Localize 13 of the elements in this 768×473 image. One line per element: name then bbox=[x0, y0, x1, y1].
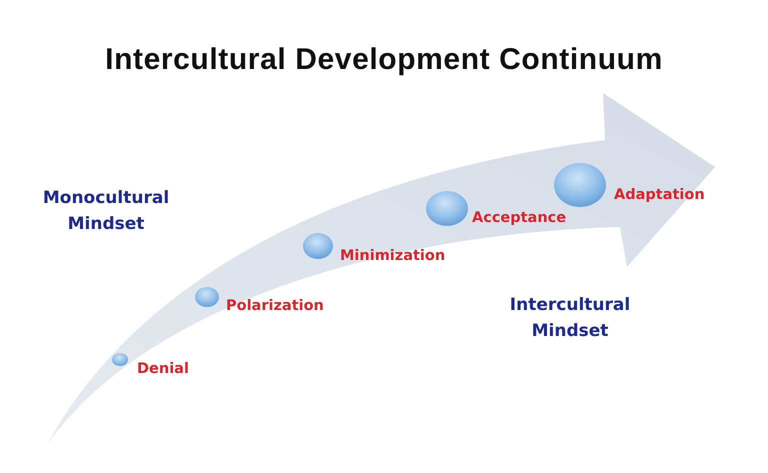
mindset-label: Monocultural Mindset bbox=[42, 187, 170, 236]
stage-label: Minimization bbox=[340, 247, 446, 265]
stage-circle bbox=[554, 163, 606, 207]
stage-circle bbox=[426, 190, 468, 226]
mindset-label: Intercultural Mindset bbox=[508, 294, 632, 343]
stage-circle bbox=[112, 352, 128, 366]
stage-circle bbox=[303, 233, 333, 259]
stage-label: Acceptance bbox=[472, 209, 566, 227]
stage-label: Adaptation bbox=[614, 186, 705, 204]
stage-label: Polarization bbox=[226, 297, 324, 315]
stage-label: Denial bbox=[137, 360, 189, 378]
stage-circle bbox=[195, 287, 219, 307]
diagram-title: Intercultural Development Continuum bbox=[104, 42, 664, 78]
